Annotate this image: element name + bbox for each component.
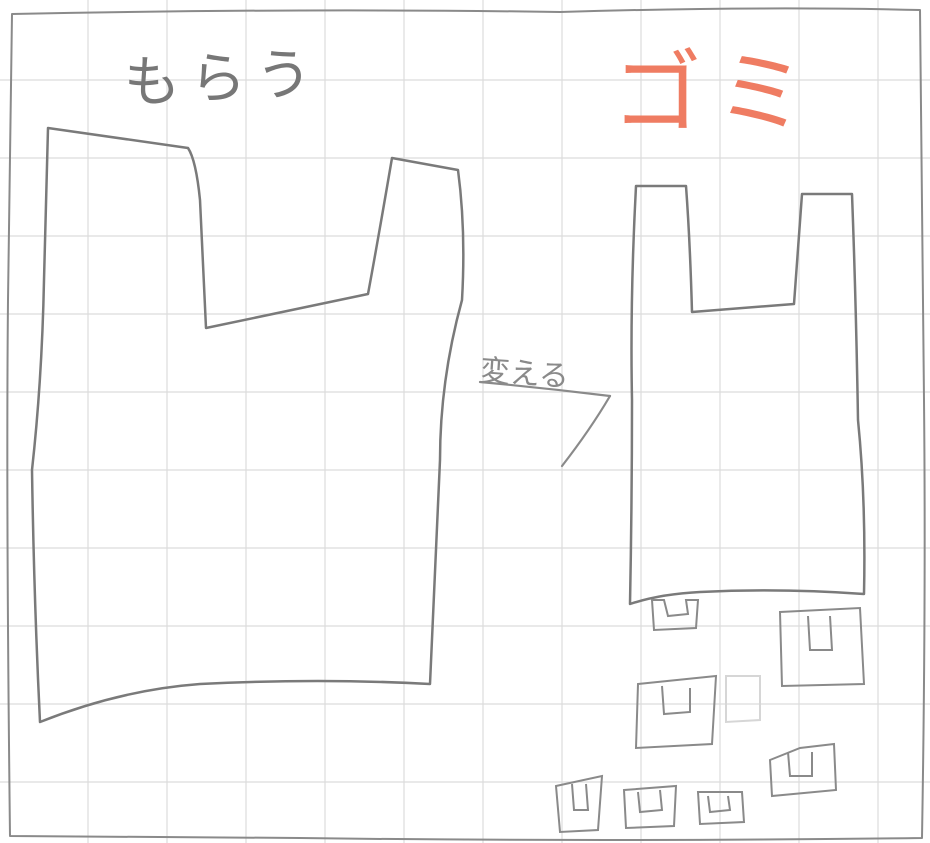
garbage-bag — [630, 186, 864, 604]
small-bag-piece — [556, 776, 602, 832]
small-bag-piece — [698, 792, 744, 824]
small-bag-pieces — [556, 600, 864, 832]
garbage-label: ゴミ — [612, 41, 820, 146]
transform-arrow — [480, 382, 610, 466]
faint-bag-piece — [726, 676, 760, 722]
small-bag-piece — [624, 786, 676, 828]
receive-label: もらう — [122, 41, 323, 116]
large-shopping-bag — [32, 128, 463, 722]
small-bag-piece — [780, 608, 864, 686]
small-bag-piece — [770, 744, 836, 796]
change-label: 変える — [479, 354, 570, 395]
small-bag-piece — [636, 676, 716, 748]
